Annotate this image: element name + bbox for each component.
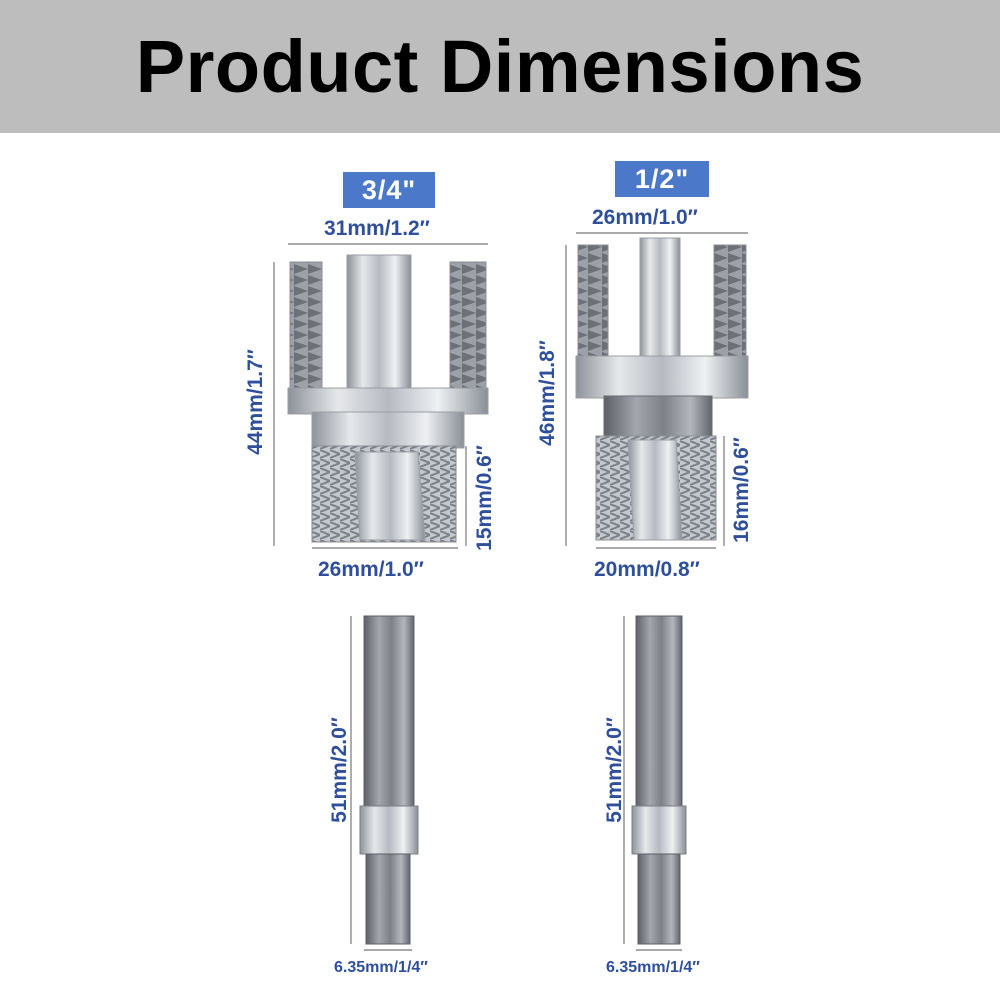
- header-bar: Product Dimensions: [0, 0, 1000, 133]
- dimension-lines: [273, 232, 748, 951]
- size-badge-1-2: 1/2": [615, 161, 709, 197]
- bit-length-right: 51mm/2.0″: [603, 717, 626, 823]
- height-1-2: 46mm/1.8″: [536, 340, 559, 446]
- extractor-3-4-image: [287, 254, 489, 543]
- bottom-width-3-4: 26mm/1.0″: [318, 558, 424, 581]
- thread-height-3-4: 15mm/0.6″: [473, 445, 496, 551]
- hex-bit-left-image: [359, 615, 419, 945]
- size-badge-3-4: 3/4": [343, 172, 435, 208]
- thread-height-1-2: 16mm/0.6″: [730, 437, 753, 543]
- bit-shank-left: 6.35mm/1/4″: [334, 959, 428, 976]
- bottom-width-1-2: 20mm/0.8″: [594, 558, 700, 581]
- top-width-3-4: 31mm/1.2″: [324, 217, 430, 240]
- extractor-1-2-image: [575, 237, 749, 541]
- bit-shank-right: 6.35mm/1/4″: [606, 959, 700, 976]
- height-3-4: 44mm/1.7″: [244, 349, 267, 455]
- page-title: Product Dimensions: [135, 25, 865, 108]
- bit-length-left: 51mm/2.0″: [328, 717, 351, 823]
- hex-bit-right-image: [631, 615, 687, 945]
- top-width-1-2: 26mm/1.0″: [592, 206, 698, 229]
